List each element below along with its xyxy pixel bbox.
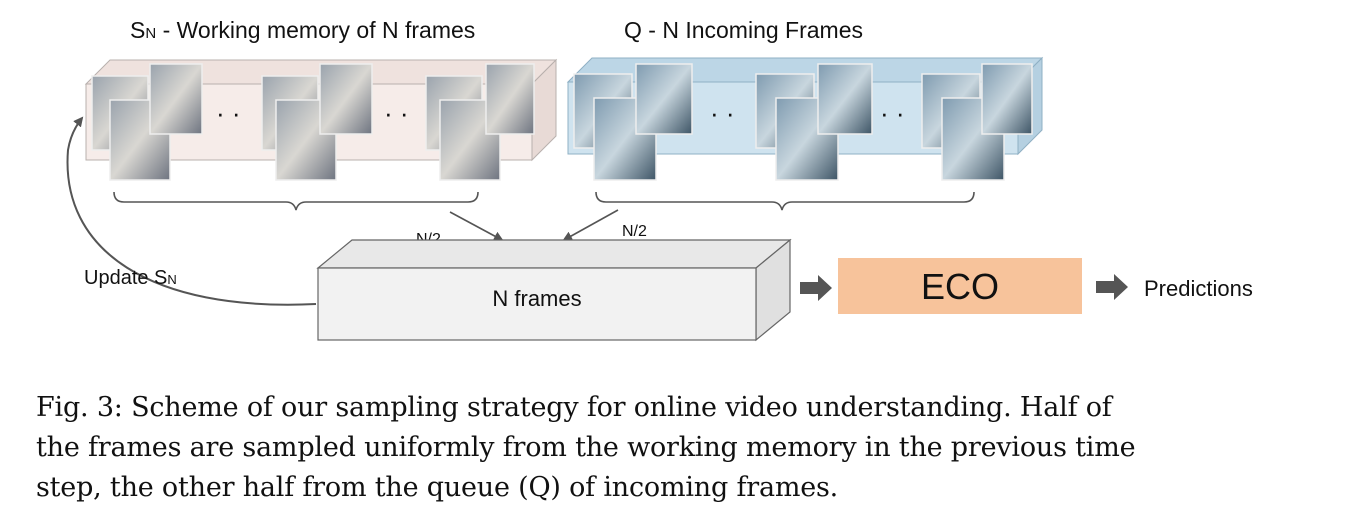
figure-caption: Fig. 3: Scheme of our sampling strategy … [36,388,1336,508]
buffer-label: N frames [492,286,581,311]
update-label: Update SN [84,267,177,289]
queue-ellipsis-1: · · [710,98,735,128]
caption-line-1: Fig. 3: Scheme of our sampling strategy … [36,392,1112,423]
queue-half-label: N/2 [622,223,647,240]
update-loop-arrow [66,116,317,306]
memory-ellipsis-1: · · [216,98,241,128]
eco-box [838,258,1082,314]
memory-title: SN - Working memory of N frames [130,17,475,43]
sampling-diagram: SN - Working memory of N frames Q - N In… [66,17,1253,342]
queue-frames [573,63,1033,181]
eco-label: ECO [921,266,999,307]
queue-title: Q - N Incoming Frames [624,17,863,43]
to-predictions-arrow [1096,274,1128,300]
memory-sample-arrow [449,211,504,241]
predictions-label: Predictions [1144,276,1253,301]
caption-line-3: step, the other half from the queue (Q) … [36,472,839,503]
queue-brace [595,191,975,211]
queue-sample-arrow [562,209,619,241]
n-frames-buffer [316,238,792,342]
to-eco-arrow [800,275,832,301]
memory-ellipsis-2: · · [384,98,409,128]
memory-frames [91,63,535,181]
caption-line-2: the frames are sampled uniformly from th… [36,432,1136,463]
memory-brace [113,191,479,211]
queue-ellipsis-2: · · [880,98,905,128]
